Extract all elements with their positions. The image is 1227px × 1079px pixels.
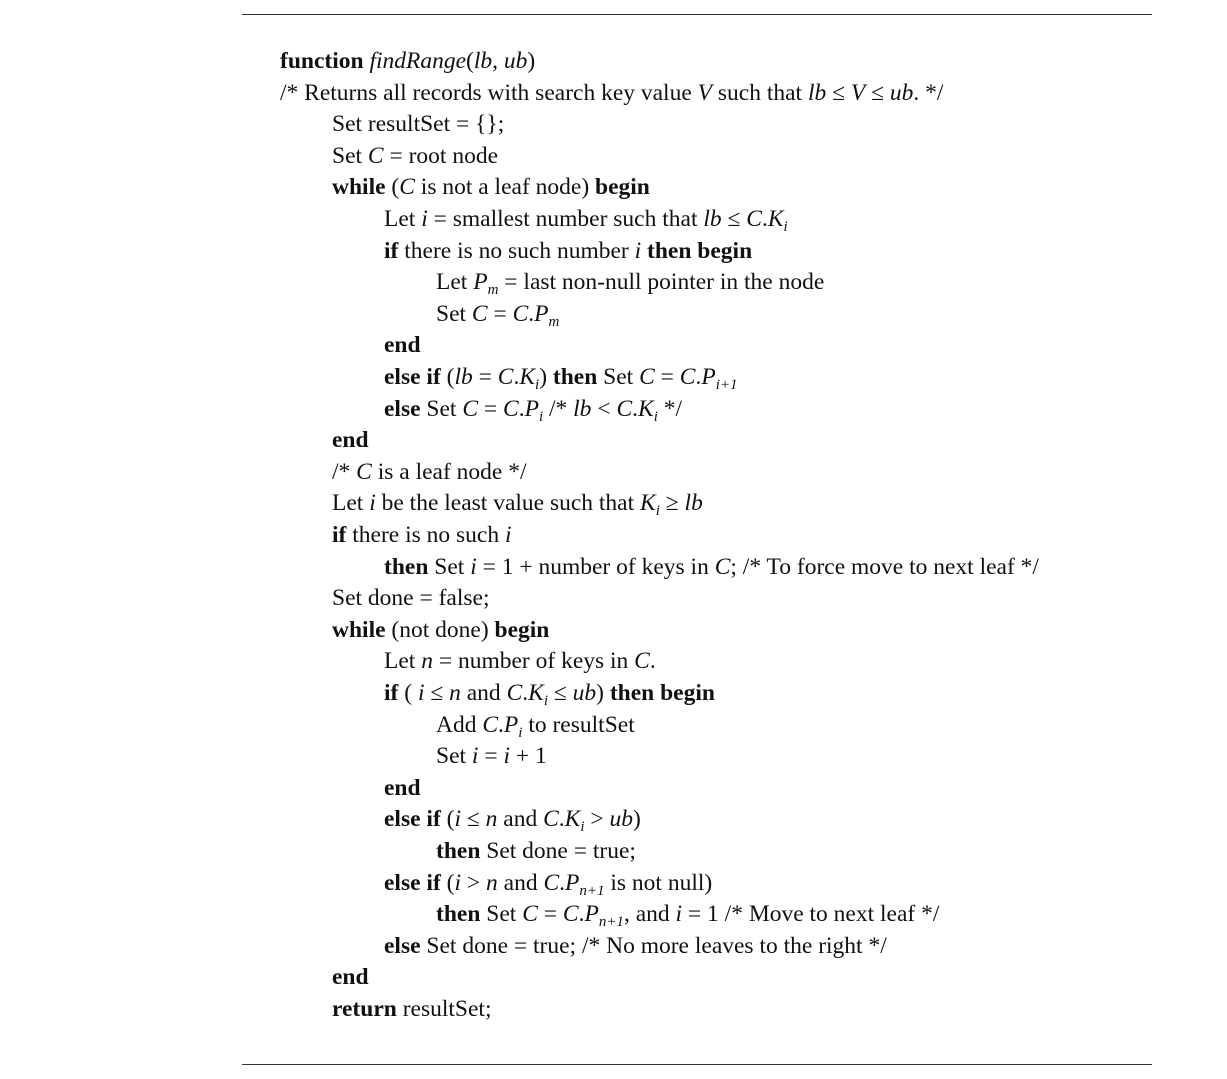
code-line: Let i = smallest number such that lb ≤ C… [384,206,788,235]
code-line: Set C = C.Pm [436,300,560,330]
code-line: /* Returns all records with search key v… [280,79,944,106]
code-line: if there is no such i [332,522,512,548]
code-line: else Set C = C.Pi /* lb < C.Ki */ [384,395,683,425]
code-line: while (not done) begin [332,616,550,643]
top-rule [242,14,1152,15]
code-line: then Set i = 1 + number of keys in C; /*… [384,553,1039,580]
code-line: else if (i > n and C.Pn+1 is not null) [384,869,713,899]
code-line: end [384,332,421,359]
code-line: Set resultSet = {}; [332,111,505,138]
code-line: end [384,774,421,801]
code-line: Let i be the least value such that Ki ≥ … [332,490,703,520]
code-line: Let n = number of keys in C. [384,648,656,675]
code-line: Set i = i + 1 [436,743,547,770]
bottom-rule [242,1064,1152,1065]
code-line: end [332,964,369,991]
code-line: else if (lb = C.Ki) then Set C = C.Pi+1 [384,364,738,393]
code-line: then Set C = C.Pn+1, and i = 1 /* Move t… [436,901,940,931]
code-line: Set done = false; [332,585,490,612]
code-line: while (C is not a leaf node) begin [332,174,650,201]
code-line: Add C.Pi to resultSet [436,711,635,741]
code-line: /* C is a leaf node */ [332,458,527,485]
code-line: function findRange(lb, ub) [280,48,536,74]
code-line: Set C = root node [332,142,499,169]
code-line: else Set done = true; /* No more leaves … [384,932,887,959]
code-line: if ( i ≤ n and C.Ki ≤ ub) then begin [384,680,715,709]
code-line: return resultSet; [332,996,492,1022]
code-line: if there is no such number i then begin [384,237,753,264]
code-line: end [332,427,369,454]
code-line: then Set done = true; [436,838,636,864]
code-line: Let Pm = last non-null pointer in the no… [436,269,825,299]
code-line: else if (i ≤ n and C.Ki > ub) [384,806,641,836]
